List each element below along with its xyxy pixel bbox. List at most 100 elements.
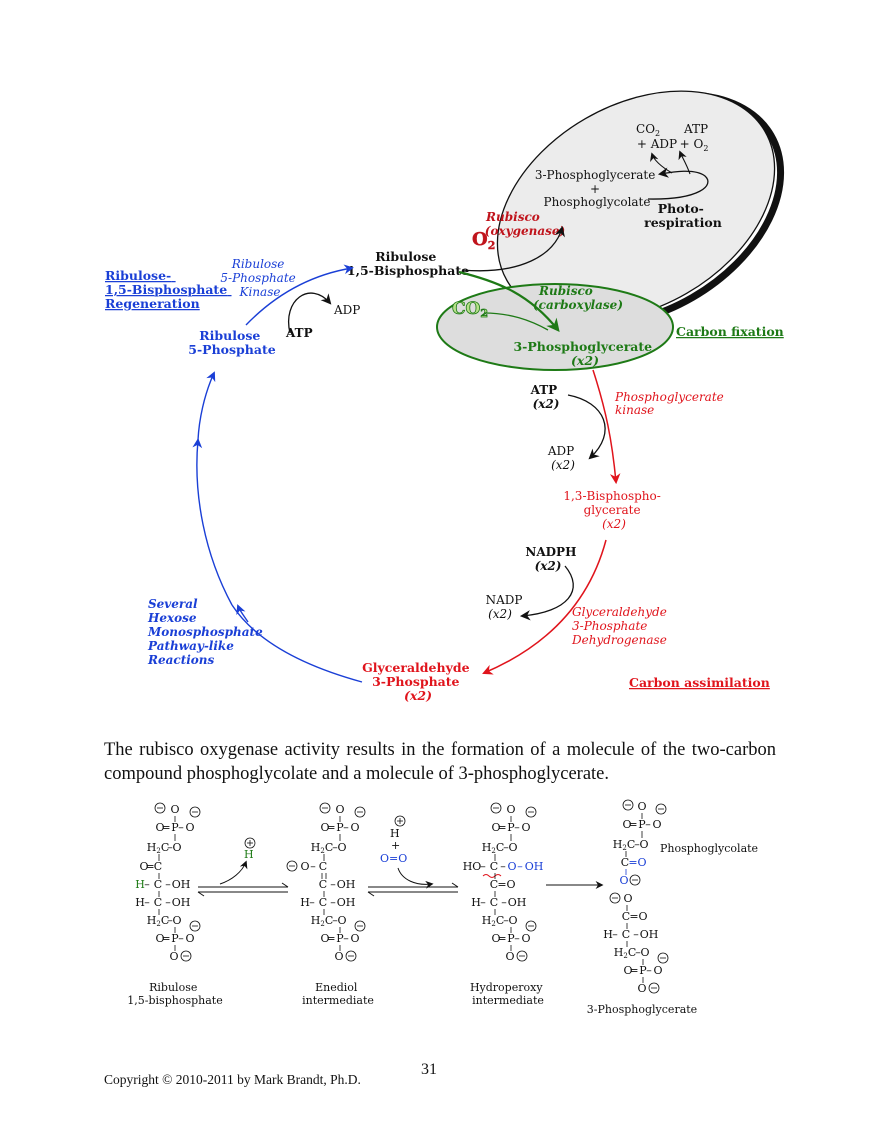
svg-text:–: – xyxy=(514,932,520,945)
svg-text:=: = xyxy=(497,821,506,834)
photorespiration-ellipse xyxy=(496,90,785,329)
svg-text:O: O xyxy=(172,841,181,854)
rubisco-carboxylase-label: Rubisco (carboxylase) xyxy=(533,284,623,312)
svg-text:–: – xyxy=(332,841,338,854)
svg-text:C: C xyxy=(319,860,327,873)
svg-text:–: – xyxy=(343,821,349,834)
svg-text:O: O xyxy=(155,821,164,834)
svg-text:–: – xyxy=(635,946,641,959)
enediol-caption: Enediol intermediate xyxy=(302,981,374,1007)
svg-text:O: O xyxy=(619,874,628,887)
oxygenase-arrow xyxy=(461,225,565,272)
several-reactions-label: Several Hexose Monosphosphate Pathway-li… xyxy=(147,597,267,667)
svg-text:OH: OH xyxy=(337,878,356,891)
svg-text:O: O xyxy=(491,821,500,834)
proton-oxygen-addition: H + O=O xyxy=(380,815,434,889)
svg-text:–: – xyxy=(310,860,316,873)
svg-text:O: O xyxy=(185,821,194,834)
proton-release: H xyxy=(219,837,256,885)
page-number: 31 xyxy=(421,1061,437,1078)
svg-text:H2C: H2C xyxy=(147,841,169,855)
svg-text:H2C: H2C xyxy=(147,914,169,928)
phosphoglycerate-kinase-label: Phosphoglycerate kinase xyxy=(614,390,728,417)
adp-x2-label: ADP (x2) xyxy=(547,444,578,472)
svg-text:=: = xyxy=(326,821,335,834)
svg-text:OH: OH xyxy=(508,896,527,909)
nadph-nadp-arrow xyxy=(519,565,574,621)
svg-text:O: O xyxy=(505,950,514,963)
svg-text:O: O xyxy=(350,932,359,945)
atp-x2-label: ATP (x2) xyxy=(530,383,562,411)
svg-text:–: – xyxy=(144,896,150,909)
svg-text:O: O xyxy=(155,932,164,945)
svg-text:O: O xyxy=(320,821,329,834)
svg-text:H2C: H2C xyxy=(311,841,333,855)
svg-text:OH: OH xyxy=(337,896,356,909)
svg-text:–: – xyxy=(165,896,171,909)
svg-text:P: P xyxy=(171,932,179,945)
regeneration-arrowhead-lower xyxy=(236,604,249,623)
g3p-label: Glyceraldehyde 3-Phosphate (x2) xyxy=(362,660,474,703)
svg-text:=: = xyxy=(161,932,170,945)
phosphoglycerate-caption: 3-Phosphoglycerate xyxy=(587,1003,697,1016)
svg-text:P: P xyxy=(336,821,344,834)
svg-text:–: – xyxy=(167,914,173,927)
svg-text:–: – xyxy=(343,932,349,945)
o2-label: O2 xyxy=(472,229,495,252)
nadp-label: NADP (x2) xyxy=(486,593,527,621)
bisphosphoglycerate-label: 1,3-Bisphospho- glycerate (x2) xyxy=(563,489,664,531)
ribulose-bisphosphate-label: Ribulose 1,5-Bisphosphate xyxy=(347,249,469,278)
svg-text:O: O xyxy=(506,803,515,816)
co2-in-arrow xyxy=(483,312,549,331)
svg-text:OH: OH xyxy=(525,860,544,873)
photorespiration-loop-arrow xyxy=(647,167,709,200)
svg-text:–: – xyxy=(480,896,486,909)
svg-text:C: C xyxy=(154,860,162,873)
svg-text:H2C: H2C xyxy=(311,914,333,928)
svg-text:–: – xyxy=(309,896,315,909)
svg-text:O=O: O=O xyxy=(380,852,407,865)
nadph-label: NADPH (x2) xyxy=(525,545,580,573)
carbon-fixation-title: Carbon fixation xyxy=(676,324,784,339)
svg-text:=: = xyxy=(629,964,638,977)
svg-text:C: C xyxy=(490,896,498,909)
svg-text:OH: OH xyxy=(640,928,659,941)
svg-text:C: C xyxy=(490,860,498,873)
kinase-arrow xyxy=(592,369,621,485)
fixation-3pg-label: 3-Phosphoglycerate (x2) xyxy=(513,339,656,368)
svg-text:O: O xyxy=(337,841,346,854)
svg-text:C: C xyxy=(490,878,498,891)
regeneration-arc-upper xyxy=(197,371,216,441)
svg-text:P: P xyxy=(639,964,647,977)
svg-text:–: – xyxy=(503,841,509,854)
svg-text:O: O xyxy=(300,860,309,873)
svg-text:O: O xyxy=(334,950,343,963)
svg-text:P: P xyxy=(507,932,515,945)
rubisco-oxygenase-label: Rubisco (oxygenase) xyxy=(485,210,565,238)
atp-adp-blue-arrow xyxy=(287,292,332,334)
svg-text:O: O xyxy=(653,964,662,977)
svg-text:H: H xyxy=(471,896,481,909)
svg-text:–: – xyxy=(634,838,640,851)
svg-text:H: H xyxy=(135,896,145,909)
svg-text:O: O xyxy=(185,932,194,945)
svg-text:C: C xyxy=(622,928,630,941)
svg-text:H: H xyxy=(300,896,310,909)
svg-text:O: O xyxy=(337,914,346,927)
svg-text:H: H xyxy=(390,827,400,840)
svg-text:O: O xyxy=(623,892,632,905)
svg-text:–: – xyxy=(612,928,618,941)
photo-3pg-label: 3-Phosphoglycerate + Phosphoglycolate xyxy=(535,168,659,209)
svg-text:–: – xyxy=(167,841,173,854)
svg-text:–: – xyxy=(514,821,520,834)
regeneration-arc-lower xyxy=(231,604,363,683)
svg-text:=: = xyxy=(145,860,154,873)
regeneration-arc-middle xyxy=(192,438,233,606)
svg-text:O: O xyxy=(640,946,649,959)
g3p-dehydrogenase-label: Glyceraldehyde 3-Phosphate Dehydrogenase xyxy=(571,605,671,647)
svg-text:–: – xyxy=(646,964,652,977)
svg-text:O: O xyxy=(169,950,178,963)
ribulose-bisphosphate-structure: O O=P–O H2C–O O=C H–C–OH H–C–OH H2C–O O=… xyxy=(135,802,201,963)
svg-text:C: C xyxy=(154,878,162,891)
